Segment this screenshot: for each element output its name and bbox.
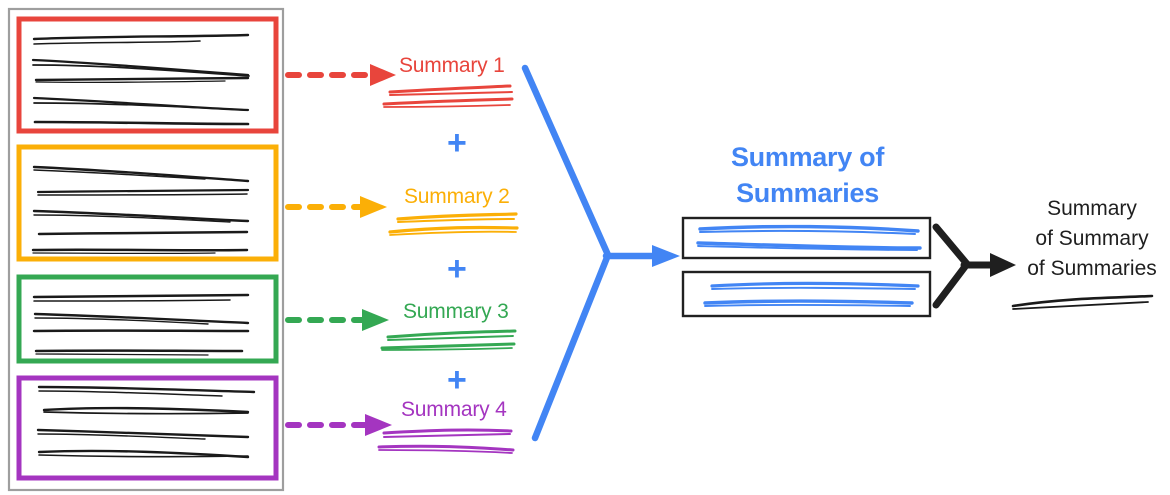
sos-title-line-2: Summaries	[736, 177, 879, 208]
dashed-arrow-3	[285, 309, 389, 331]
summary-2-scribbles	[388, 212, 519, 236]
summary-1-scribbles	[382, 84, 514, 108]
blue-merge-arrow	[521, 64, 680, 442]
summary-4-label: Summary 4	[401, 398, 507, 421]
document-box-1[interactable]	[16, 16, 279, 134]
document-box-2-border	[16, 144, 279, 262]
summary-of-summaries-box-2[interactable]	[681, 270, 932, 318]
summary-3-label: Summary 3	[403, 300, 509, 323]
dashed-arrow-4	[285, 414, 392, 436]
plus-sign-2: +	[447, 250, 467, 288]
final-output-scribble	[1011, 294, 1154, 310]
summary-1-label: Summary 1	[399, 54, 505, 77]
final-output-line-1: Summary	[1047, 197, 1137, 220]
document-box-4[interactable]	[16, 375, 279, 481]
sos-box-1-border	[681, 216, 932, 260]
source-documents-container	[7, 7, 285, 492]
sos-box-2-border	[681, 270, 932, 318]
document-box-4-scribbles	[36, 385, 256, 459]
summary-2-label: Summary 2	[404, 185, 510, 208]
document-box-3-scribbles	[32, 293, 250, 356]
black-merge-arrow	[932, 223, 1016, 309]
final-output-line-3: of Summaries	[1027, 256, 1157, 280]
final-output-label: Summary of Summary of Summaries	[1016, 194, 1168, 283]
document-box-4-border	[16, 375, 279, 481]
summary-4-scribbles	[377, 428, 515, 454]
sos-box-2-scribbles	[703, 281, 920, 307]
dashed-arrow-1	[285, 64, 396, 86]
plus-sign-1: +	[447, 124, 467, 162]
document-box-2[interactable]	[16, 144, 279, 262]
summary-of-summaries-title: Summary of Summaries	[700, 140, 915, 212]
sos-box-1-scribbles	[696, 224, 922, 251]
summary-3-scribbles	[380, 329, 517, 351]
dashed-arrow-2	[285, 196, 387, 218]
plus-sign-3: +	[447, 361, 467, 399]
document-box-2-scribbles	[31, 165, 250, 255]
document-box-1-scribbles	[31, 33, 250, 126]
summary-of-summaries-box-1[interactable]	[681, 216, 932, 260]
final-output-line-2: of Summary	[1035, 226, 1149, 250]
document-box-3[interactable]	[16, 274, 279, 364]
sos-title-line-1: Summary of	[730, 142, 885, 172]
